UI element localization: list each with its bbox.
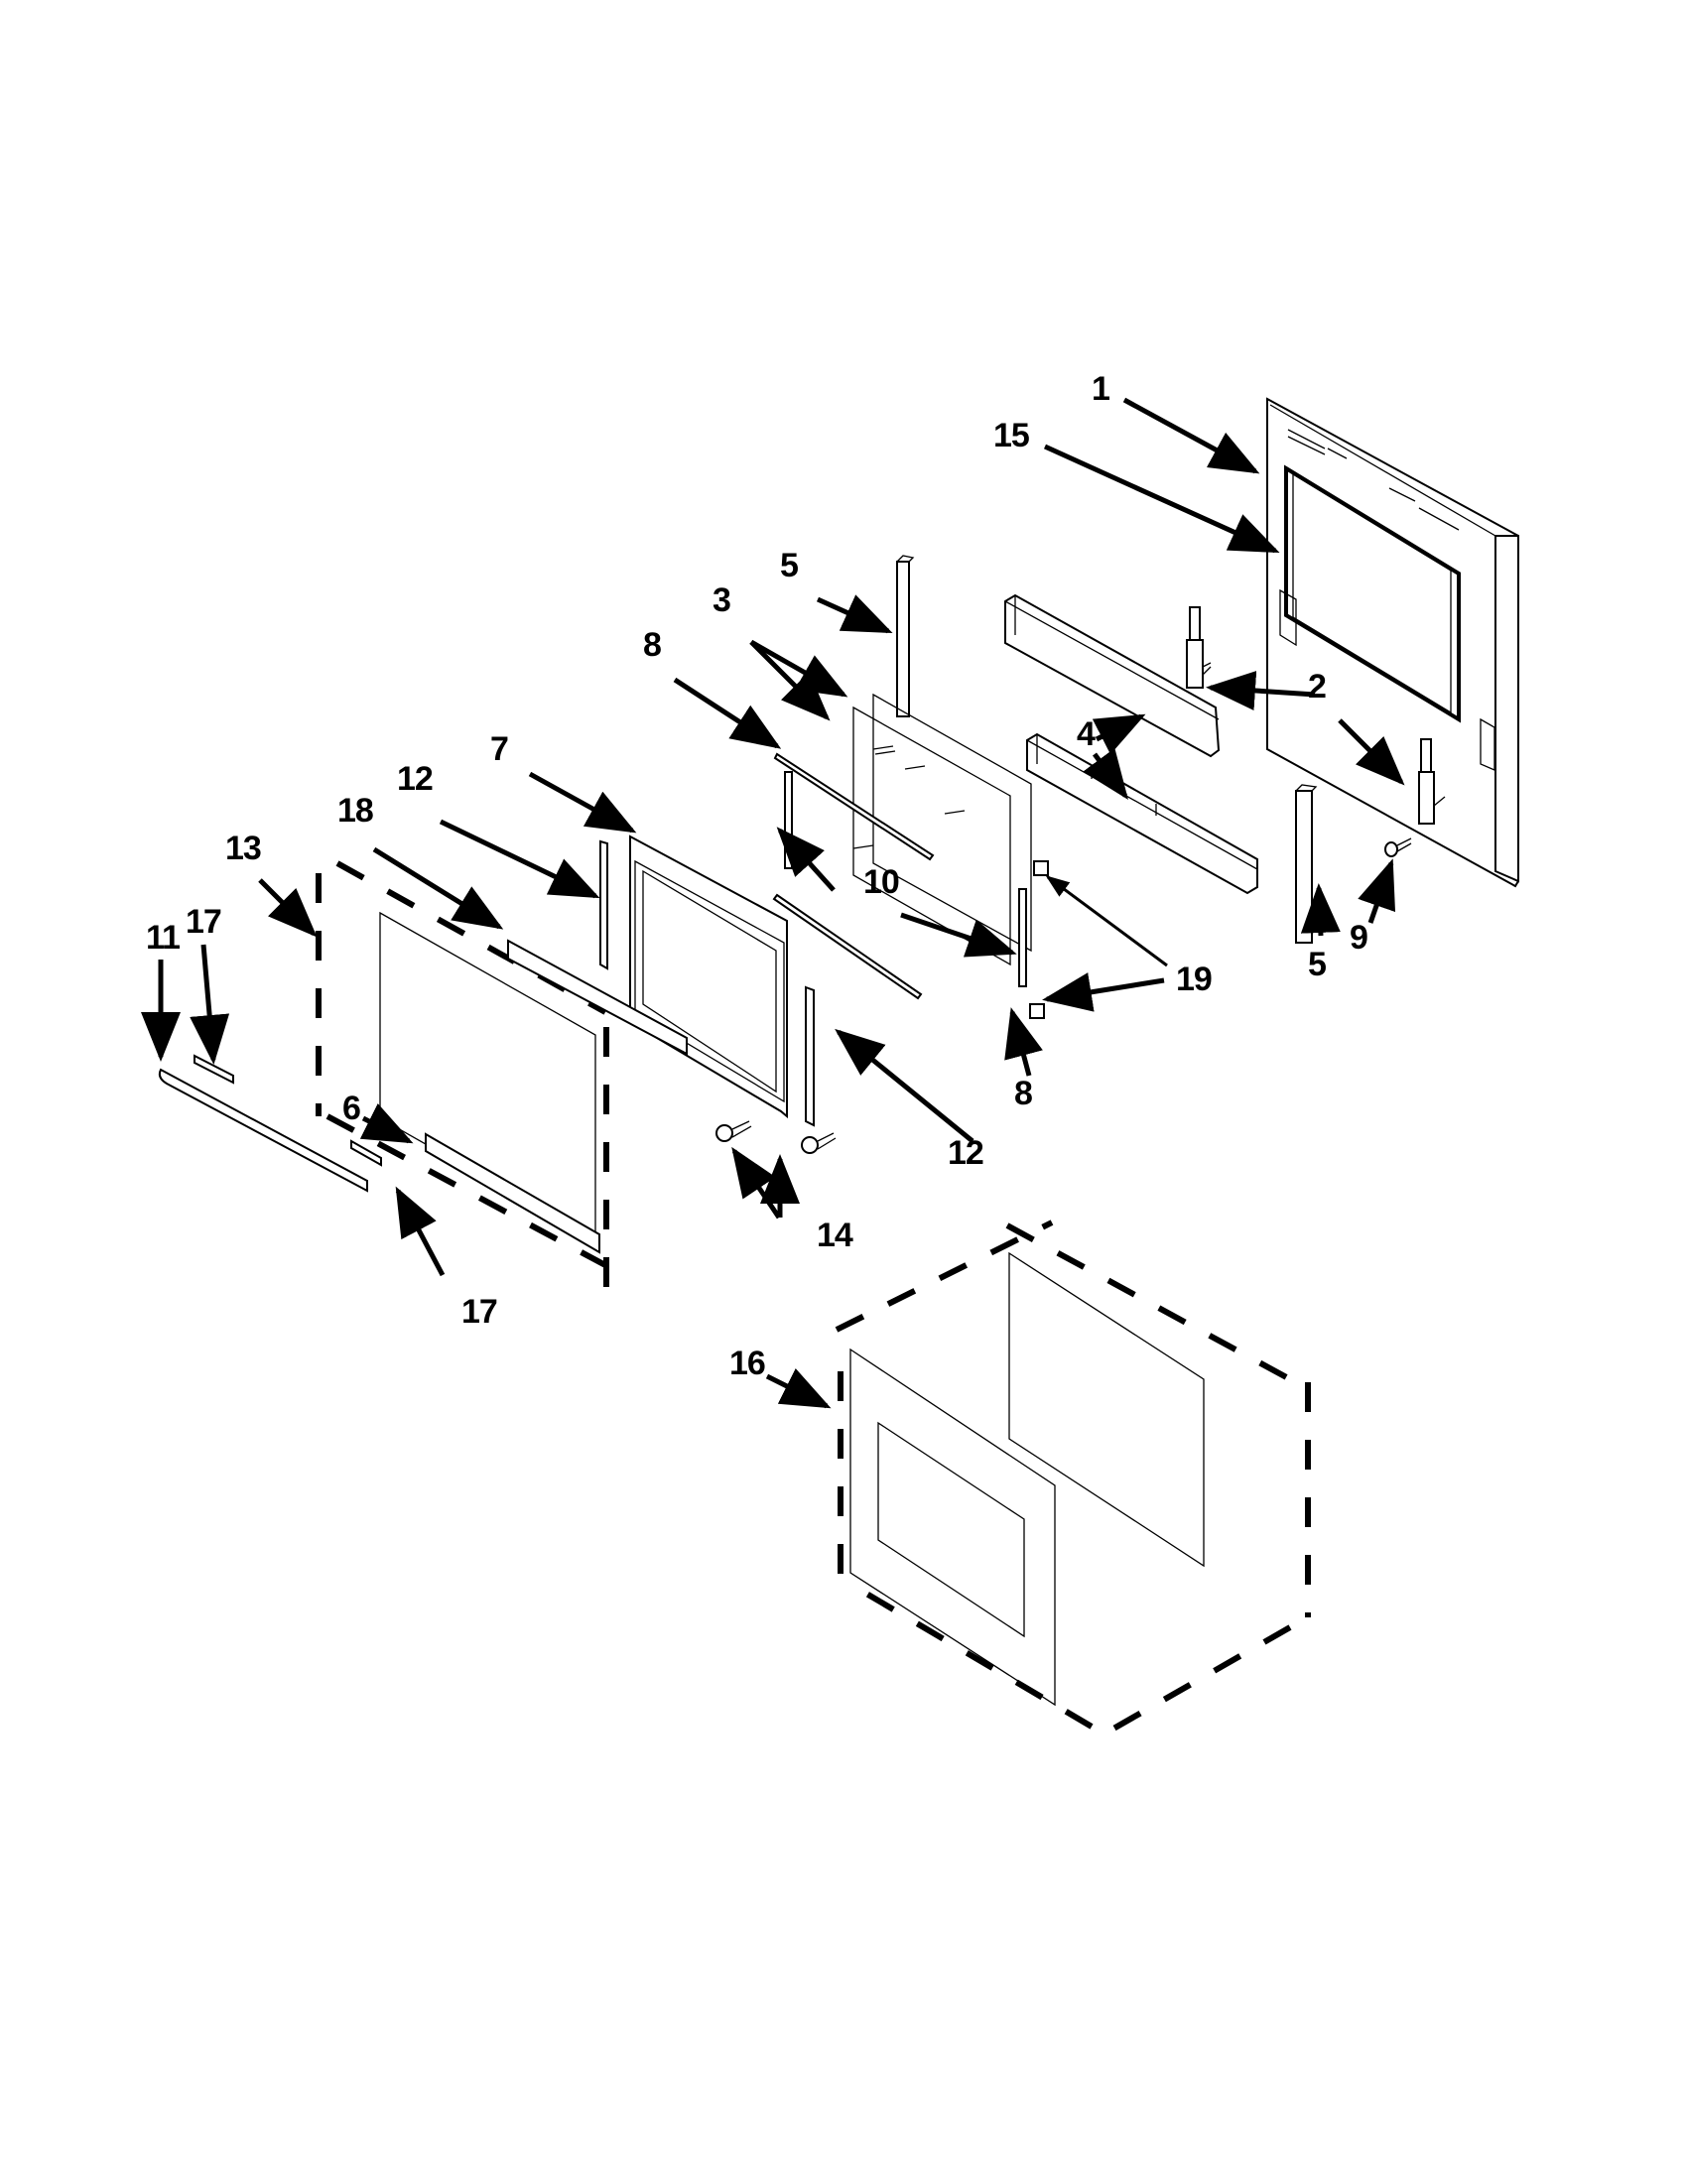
hinge-pin-part-9 bbox=[1384, 837, 1412, 857]
glass-stop-lower-part-19 bbox=[1029, 1003, 1045, 1019]
callout-11: 11 bbox=[146, 919, 181, 957]
callout-5-upper: 5 bbox=[780, 547, 799, 584]
top-trim-part-18 bbox=[507, 939, 688, 1056]
callout-12-upper: 12 bbox=[397, 760, 434, 798]
callout-14: 14 bbox=[817, 1217, 853, 1254]
handle-spacer-upper-part-17 bbox=[194, 1054, 234, 1085]
insulation-channel-lower-part-4 bbox=[1026, 732, 1258, 895]
screw-left-part-14 bbox=[715, 1120, 752, 1142]
vertical-spacer-left-part-10 bbox=[784, 771, 793, 869]
side-bracket-left-part-12 bbox=[599, 839, 608, 970]
callout-4: 4 bbox=[1077, 715, 1096, 753]
glass-kit-assembly-part-16 bbox=[835, 1220, 1311, 1734]
callout-10: 10 bbox=[863, 863, 900, 901]
callout-16: 16 bbox=[729, 1345, 766, 1382]
vertical-spacer-right-part-10 bbox=[1018, 888, 1027, 987]
callout-18: 18 bbox=[337, 792, 374, 830]
retainer-strip-upper-part-8 bbox=[773, 752, 935, 861]
callout-19: 19 bbox=[1176, 961, 1213, 998]
callout-9: 9 bbox=[1350, 919, 1368, 957]
callout-15: 15 bbox=[993, 417, 1030, 454]
callout-1: 1 bbox=[1092, 370, 1110, 408]
door-outer-panel-part-1 bbox=[1266, 397, 1519, 888]
callout-5-lower: 5 bbox=[1308, 946, 1327, 983]
inner-frame-part-7 bbox=[629, 835, 788, 1119]
bottom-trim-part-6 bbox=[425, 1132, 600, 1254]
hinge-upper-part-2 bbox=[1186, 606, 1212, 689]
callout-3: 3 bbox=[713, 581, 731, 619]
callout-6: 6 bbox=[342, 1090, 361, 1127]
hinge-lower-part-2 bbox=[1418, 738, 1446, 825]
callout-8-lower: 8 bbox=[1014, 1075, 1033, 1112]
callout-13: 13 bbox=[225, 830, 262, 867]
callout-8-upper: 8 bbox=[643, 626, 662, 664]
callout-17-lower: 17 bbox=[461, 1293, 498, 1331]
outer-door-assembly-outline-part-13 bbox=[316, 860, 609, 1300]
insulation-channel-upper-part-4 bbox=[1004, 593, 1221, 758]
leader-arrows bbox=[141, 397, 1405, 1409]
side-channel-right-part-5 bbox=[1295, 784, 1318, 944]
glass-panes-part-3 bbox=[852, 693, 1032, 966]
retainer-strip-lower-part-8 bbox=[772, 893, 923, 1000]
door-handle-part-11 bbox=[158, 1068, 368, 1193]
callout-7: 7 bbox=[490, 730, 509, 768]
handle-spacer-lower-part-17 bbox=[350, 1139, 382, 1167]
callout-17-upper: 17 bbox=[186, 903, 222, 941]
screw-right-part-14 bbox=[801, 1132, 837, 1154]
side-bracket-right-part-12 bbox=[805, 985, 815, 1127]
glass-stop-upper-part-19 bbox=[1033, 860, 1049, 876]
callout-2: 2 bbox=[1308, 668, 1327, 706]
callout-12-lower: 12 bbox=[948, 1134, 984, 1172]
side-channel-left-part-5 bbox=[896, 555, 915, 717]
